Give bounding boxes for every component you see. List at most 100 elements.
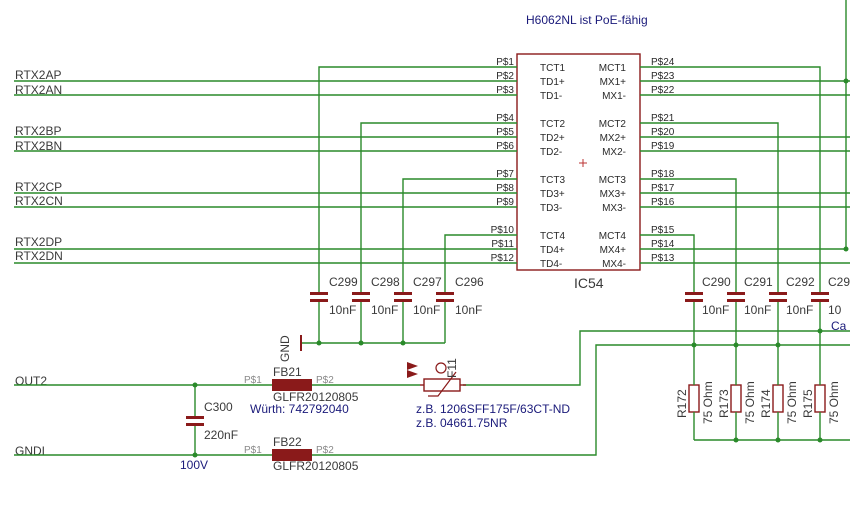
- ic54-pin-name-left: TCT4: [540, 231, 565, 242]
- ic54-pin-num-left: P$1: [496, 57, 514, 68]
- ic54-pin-name-right: MCT1: [599, 63, 627, 74]
- ic54-pin-name-left: TD3-: [540, 203, 562, 214]
- ic54-pin-num-right: P$14: [651, 239, 675, 250]
- r172-value: 75 Ohm: [701, 381, 715, 424]
- right-signal-wires: [640, 0, 850, 292]
- r174-value: 75 Ohm: [785, 381, 799, 424]
- ic54-pin-num-left: P$11: [491, 239, 514, 250]
- net-rtx2an: RTX2AN: [15, 83, 62, 97]
- c298-value: 10nF: [371, 303, 398, 317]
- c300-voltage: 100V: [180, 458, 208, 472]
- ic54-right-pins: P$24MCT1P$23MX1+P$22MX1-P$21MCT2P$20MX2+…: [599, 57, 675, 270]
- ic54-pin-name-left: TD1+: [540, 77, 565, 88]
- net-rtx2bn: RTX2BN: [15, 139, 62, 153]
- ic54-pin-name-left: TCT3: [540, 175, 565, 186]
- fb21-note: Würth: 742792040: [250, 402, 349, 416]
- c292-value: 10nF: [786, 303, 813, 317]
- ic54-pin-name-left: TD2-: [540, 147, 562, 158]
- c29x-value: 10: [828, 303, 842, 317]
- net-gndi: GNDI: [15, 444, 45, 458]
- net-rtx2bp: RTX2BP: [15, 124, 61, 138]
- c298-ref: C298: [371, 275, 400, 289]
- r173-value: 75 Ohm: [743, 381, 757, 424]
- termination-resistors: [688, 370, 850, 443]
- fb21-p2: P$2: [316, 375, 334, 386]
- power-section: [14, 362, 466, 461]
- fuse-note-2: z.B. 04661.75NR: [416, 416, 508, 430]
- ic54-pin-num-right: P$16: [651, 197, 675, 208]
- c290-ref: C290: [702, 275, 731, 289]
- ic54-pin-num-right: P$15: [651, 225, 675, 236]
- ic54-pin-name-right: MX4-: [602, 259, 626, 270]
- ic54-ref: IC54: [574, 275, 604, 291]
- ic54-pin-name-left: TD1-: [540, 91, 562, 102]
- ic54-title: H6062NL ist PoE-fähig: [526, 13, 648, 27]
- f11-ref: F11: [445, 358, 459, 378]
- ic54-pin-name-left: TD4-: [540, 259, 562, 270]
- ic54-pin-name-right: MX3+: [600, 189, 627, 200]
- fb22-ref: FB22: [273, 435, 302, 449]
- net-rtx2ap: RTX2AP: [15, 68, 61, 82]
- fb22-p2: P$2: [316, 445, 334, 456]
- r175-ref: R175: [801, 389, 815, 418]
- ic54-pin-num-left: P$3: [496, 85, 514, 96]
- ic54-pin-name-left: TD4+: [540, 245, 565, 256]
- ic54-pin-name-right: MX1+: [600, 77, 627, 88]
- c291-value: 10nF: [744, 303, 771, 317]
- left-signal-wires: [14, 80, 517, 264]
- ic54-pin-name-left: TD3+: [540, 189, 565, 200]
- ca-label: Ca: [831, 319, 847, 333]
- ic54-pin-num-right: P$18: [651, 169, 675, 180]
- ic54-pin-num-left: P$12: [491, 253, 515, 264]
- c297-ref: C297: [413, 275, 442, 289]
- c299-value: 10nF: [329, 303, 356, 317]
- left-caps: [300, 292, 454, 351]
- c296-value: 10nF: [455, 303, 482, 317]
- c300-value: 220nF: [204, 428, 238, 442]
- ic54-pin-name-right: MX2+: [600, 133, 627, 144]
- r172-ref: R172: [675, 389, 689, 418]
- c297-value: 10nF: [413, 303, 440, 317]
- ic54-pin-num-left: P$6: [496, 141, 514, 152]
- r175-value: 75 Ohm: [827, 381, 841, 424]
- c290-value: 10nF: [702, 303, 729, 317]
- ic54-pin-num-right: P$21: [651, 113, 675, 124]
- ic54-pin-name-right: MCT4: [599, 231, 627, 242]
- ic54-pin-num-left: P$8: [496, 183, 514, 194]
- ic54-pin-name-right: MCT3: [599, 175, 627, 186]
- c296-ref: C296: [455, 275, 484, 289]
- c292-ref: C292: [786, 275, 815, 289]
- fb21-p1: P$1: [244, 375, 262, 386]
- net-out2: OUT2: [15, 374, 47, 388]
- fb22-part: GLFR20120805: [273, 459, 359, 473]
- fb21-ref: FB21: [273, 365, 302, 379]
- ic54-pin-name-left: TCT2: [540, 119, 565, 130]
- ic54-pin-num-right: P$20: [651, 127, 675, 138]
- ic54-pin-name-right: MX1-: [602, 91, 626, 102]
- fuse-note-1: z.B. 1206SFF175F/63CT-ND: [416, 402, 570, 416]
- ic54-pin-num-right: P$13: [651, 253, 675, 264]
- fb21-part: GLFR20120805: [273, 390, 359, 404]
- ic54-pin-name-right: MX4+: [600, 245, 627, 256]
- c300-ref: C300: [204, 400, 233, 414]
- ic54-pin-name-left: TCT1: [540, 63, 565, 74]
- right-caps: [400, 292, 850, 456]
- ic54-pin-num-left: P$4: [496, 113, 514, 124]
- net-rtx2dn: RTX2DN: [15, 249, 63, 263]
- ic54-body: [516, 53, 641, 271]
- ic54-pin-name-right: MX3-: [602, 203, 626, 214]
- fb22-p1: P$1: [244, 445, 262, 456]
- ic54-pin-name-left: TD2+: [540, 133, 565, 144]
- ic54-left-pins: P$1TCT1P$2TD1+P$3TD1-P$4TCT2P$5TD2+P$6TD…: [491, 57, 566, 270]
- c291-ref: C291: [744, 275, 773, 289]
- ic54-pin-num-left: P$7: [496, 169, 514, 180]
- ic54-pin-num-left: P$2: [496, 71, 514, 82]
- net-rtx2cn: RTX2CN: [15, 194, 63, 208]
- net-rtx2cp: RTX2CP: [15, 180, 62, 194]
- r174-ref: R174: [759, 389, 773, 418]
- gnd-label: GND: [278, 335, 292, 362]
- c299-ref: C299: [329, 275, 358, 289]
- ic54-pin-name-right: MX2-: [602, 147, 626, 158]
- ic54-pin-num-right: P$23: [651, 71, 675, 82]
